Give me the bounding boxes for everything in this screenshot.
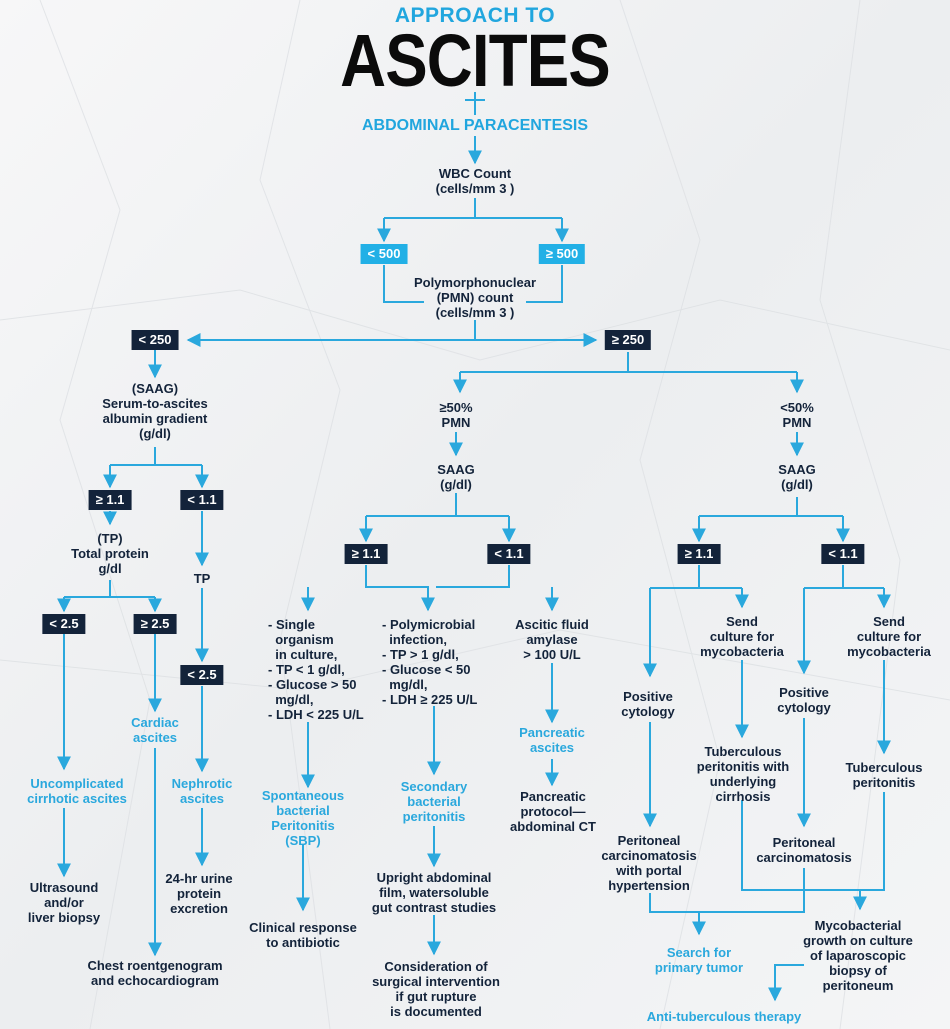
- secondary-bacterial-peritonitis: Secondary bacterial peritonitis: [400, 779, 468, 824]
- first-step-paracentesis: ABDOMINAL PARACENTESIS: [361, 117, 589, 134]
- tp-short-label: TP: [193, 571, 211, 586]
- wbc-high-box: ≥ 500: [538, 244, 586, 264]
- saag-label-middle: SAAG (g/dl): [437, 462, 475, 492]
- tp-low-box-2: < 2.5: [180, 665, 224, 685]
- nephrotic-ascites: Nephrotic ascites: [171, 776, 233, 806]
- pmn-under-50-label: <50% PMN: [780, 400, 814, 430]
- surgical-intervention: Consideration of surgical intervention i…: [372, 959, 500, 1019]
- upright-abdominal-film: Upright abdominal film, watersoluble gut…: [371, 870, 497, 915]
- middle-saag-high-box: ≥ 1.1: [344, 544, 388, 564]
- search-primary-tumor: Search for primary tumor: [654, 945, 744, 975]
- saag-label-left: (SAAG) Serum-to-ascites albumin gradient…: [102, 381, 208, 441]
- cardiac-ascites: Cardiac ascites: [131, 715, 179, 745]
- urine-protein-excretion: 24-hr urine protein excretion: [165, 871, 233, 916]
- positive-cytology-2: Positive cytology: [777, 685, 831, 715]
- chest-echocardiogram: Chest roentgenogram and echocardiogram: [87, 958, 223, 988]
- peritoneal-carcinomatosis: Peritoneal carcinomatosis: [756, 835, 852, 865]
- right-saag-low-box: < 1.1: [821, 544, 865, 564]
- page-title: ASCITES: [340, 19, 611, 102]
- pmn-high-box: ≥ 250: [604, 330, 652, 350]
- total-protein-label: (TP) Total protein g/dl: [71, 531, 149, 576]
- wbc-low-box: < 500: [360, 244, 408, 264]
- peritoneal-carcinomatosis-portal: Peritoneal carcinomatosis with portal hy…: [601, 833, 697, 893]
- tuberculous-peritonitis-cirrhosis: Tuberculous peritonitis with underlying …: [696, 744, 790, 804]
- middle-saag-low-box: < 1.1: [487, 544, 531, 564]
- uncomplicated-cirrhotic-ascites: Uncomplicated cirrhotic ascites: [27, 776, 127, 806]
- tp-high-box: ≥ 2.5: [133, 614, 177, 634]
- clinical-response: Clinical response to antibiotic: [249, 920, 357, 950]
- header-subtitle: APPROACH TO: [394, 4, 556, 27]
- left-saag-high-box: ≥ 1.1: [88, 490, 132, 510]
- tp-low-box: < 2.5: [42, 614, 86, 634]
- secondary-criteria: - Polymicrobial infection, - TP > 1 g/dl…: [382, 617, 478, 707]
- send-culture-1: Send culture for mycobacteria: [700, 614, 784, 659]
- pancreatic-protocol-ct: Pancreatic protocol— abdominal CT: [510, 789, 596, 834]
- ultrasound-liver-biopsy: Ultrasound and/or liver biopsy: [27, 880, 101, 925]
- anti-tuberculous-therapy: Anti-tuberculous therapy: [646, 1009, 802, 1024]
- amylase-criteria: Ascitic fluid amylase > 100 U/L: [515, 617, 589, 662]
- right-saag-high-box: ≥ 1.1: [677, 544, 721, 564]
- wbc-count-label: WBC Count (cells/mm 3 ): [435, 166, 515, 196]
- positive-cytology-1: Positive cytology: [621, 689, 675, 719]
- tuberculous-peritonitis: Tuberculous peritonitis: [845, 760, 923, 790]
- saag-label-right: SAAG (g/dl): [778, 462, 816, 492]
- pmn-low-box: < 250: [131, 330, 179, 350]
- sbp-criteria: - Single organism in culture, - TP < 1 g…: [268, 617, 364, 722]
- pancreatic-ascites: Pancreatic ascites: [519, 725, 585, 755]
- pmn-count-label: Polymorphonuclear (PMN) count (cells/mm …: [413, 275, 537, 320]
- left-saag-low-box: < 1.1: [180, 490, 224, 510]
- spontaneous-bacterial-peritonitis: Spontaneous bacterial Peritonitis (SBP): [261, 788, 345, 848]
- mycobacterial-growth: Mycobacterial growth on culture of lapar…: [803, 918, 913, 993]
- send-culture-2: Send culture for mycobacteria: [847, 614, 931, 659]
- pmn-50-plus-label: ≥50% PMN: [439, 400, 473, 430]
